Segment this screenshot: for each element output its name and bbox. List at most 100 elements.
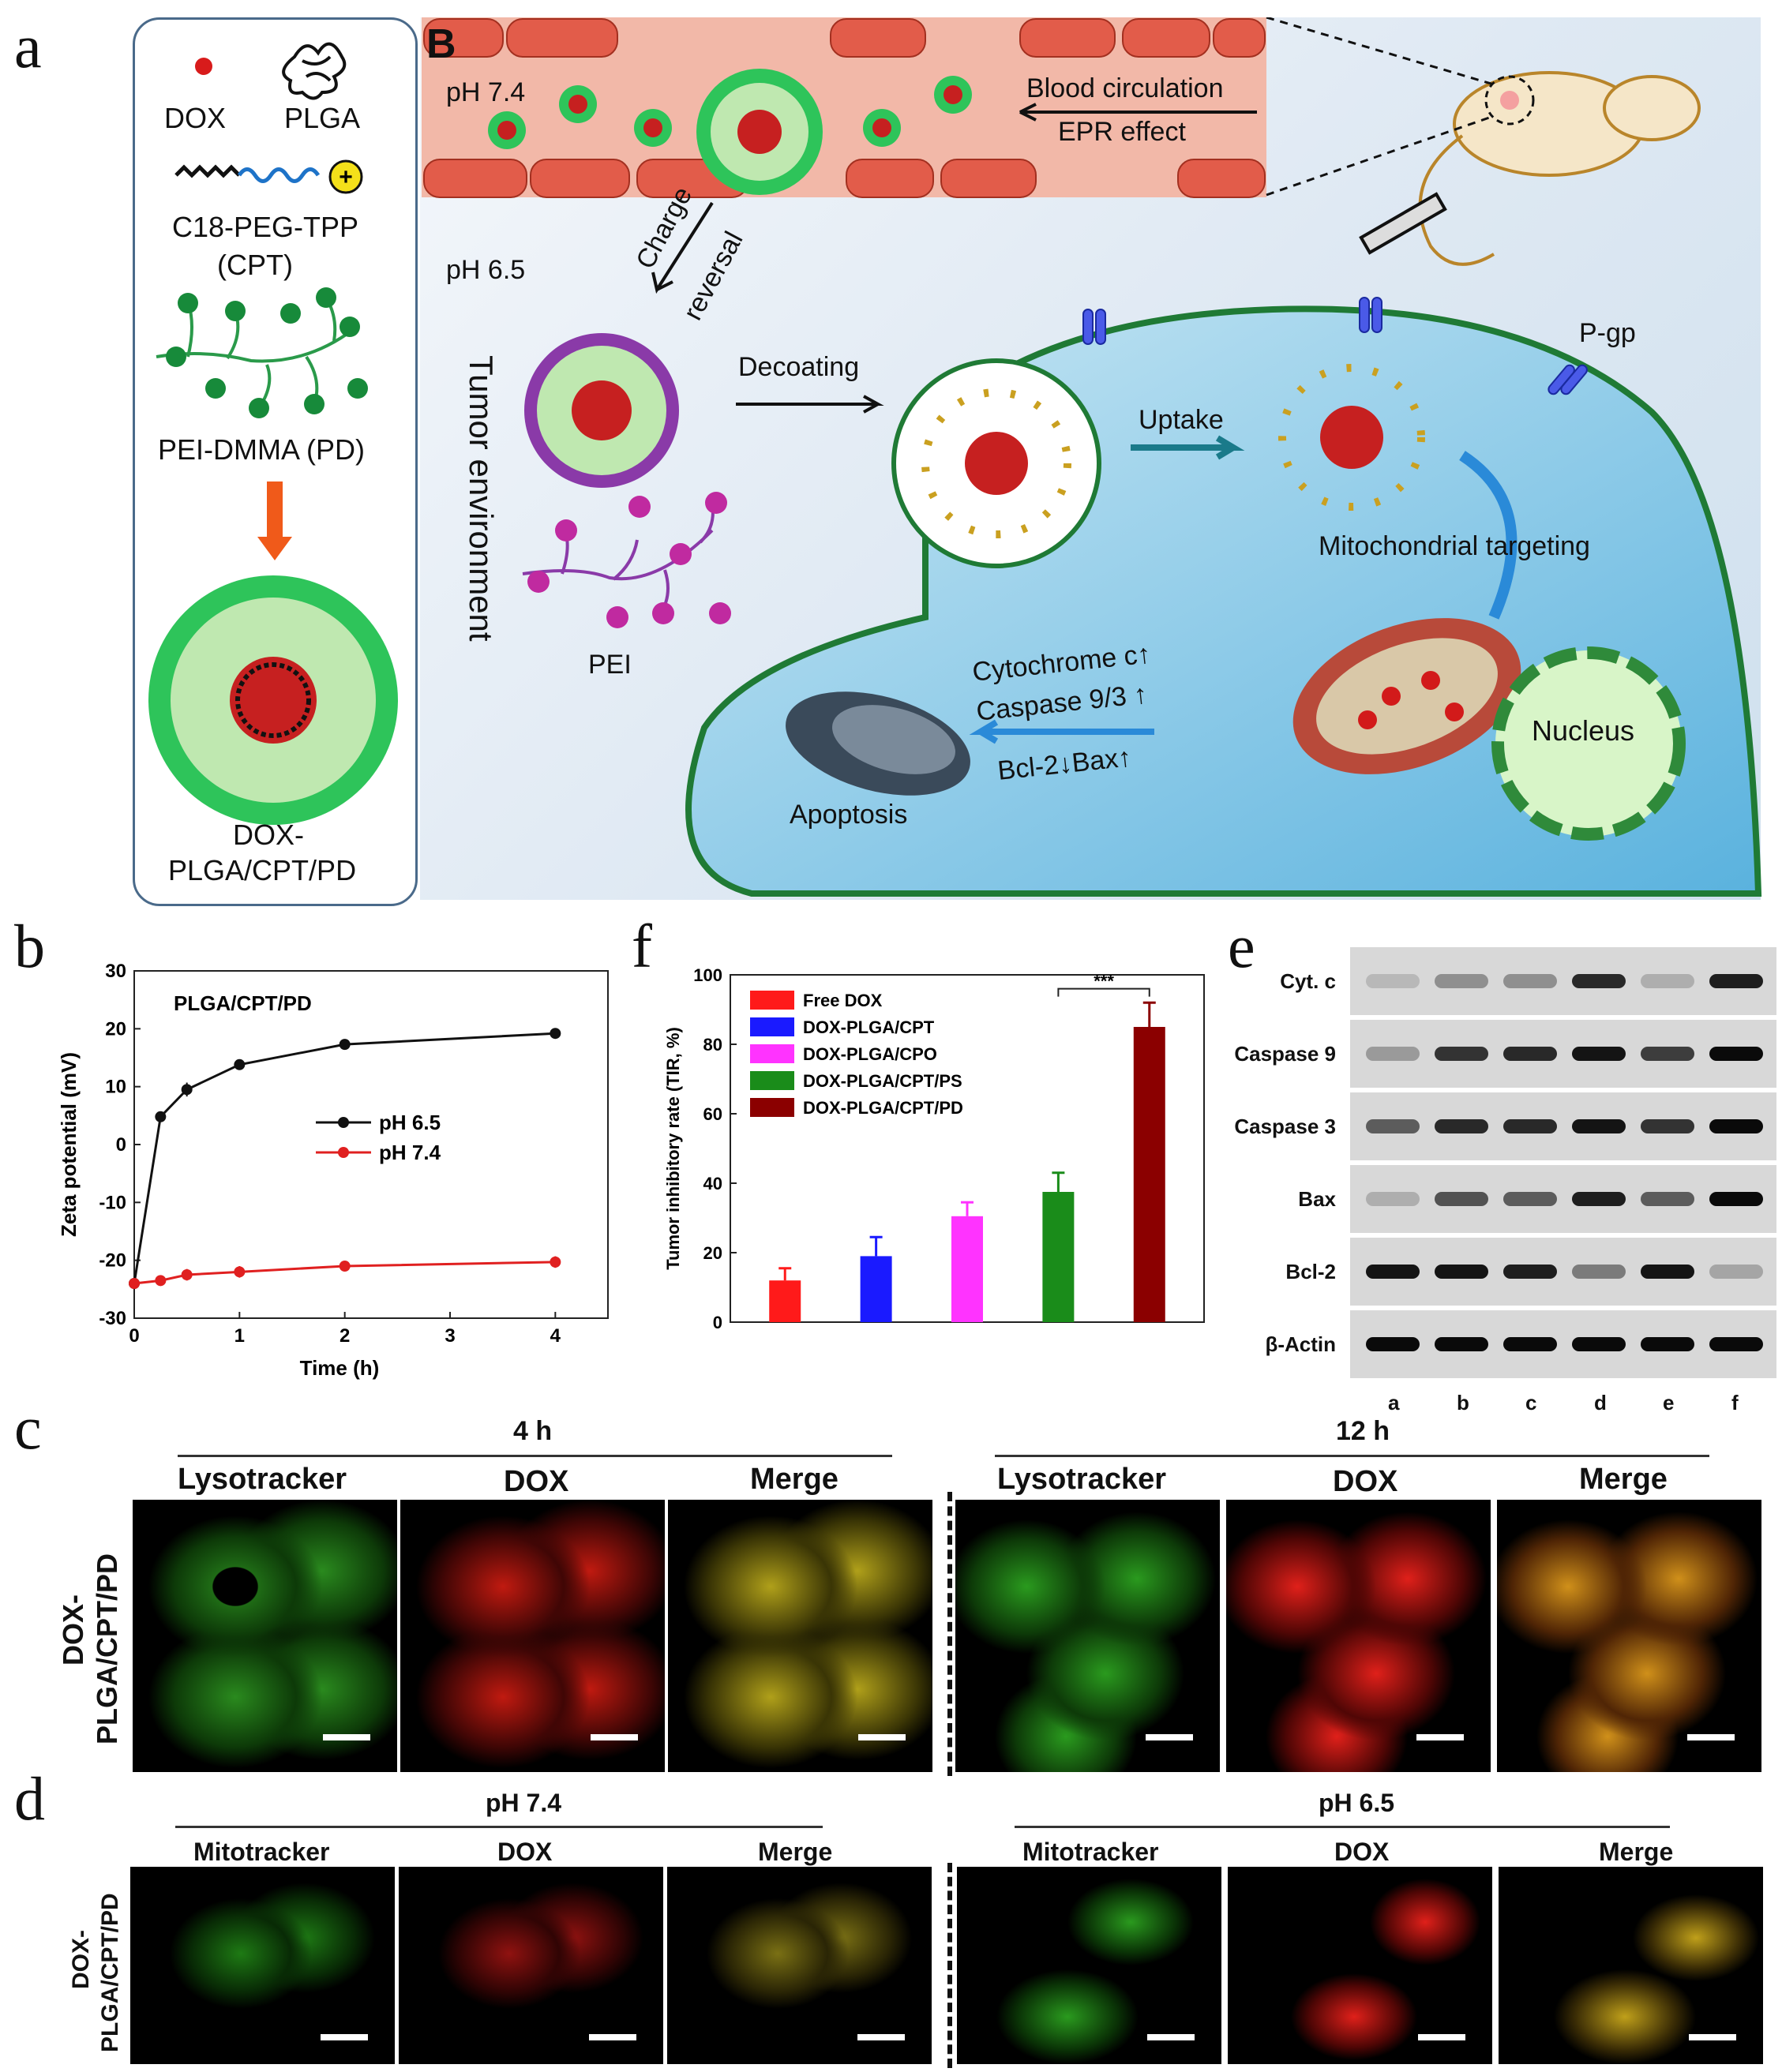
apoptosis-arrow (969, 719, 1154, 744)
y-axis-label: Zeta potential (mV) (57, 1052, 81, 1237)
pei-charges-icon (527, 492, 731, 628)
y-tick-label: 20 (703, 1243, 722, 1263)
epr-effect-label: EPR effect (1058, 117, 1186, 147)
data-point (234, 1266, 246, 1278)
pei-label: PEI (588, 650, 632, 680)
legend-marker (338, 1147, 349, 1158)
blot-strip (1350, 1238, 1776, 1306)
blot-band (1709, 974, 1763, 988)
panel-letter-d: d (14, 1764, 45, 1833)
x-tick-label: 1 (234, 1325, 245, 1347)
y-tick-label: 40 (703, 1174, 722, 1193)
d-col-4: Mitotracker (1022, 1838, 1159, 1866)
tumor-site (1484, 75, 1535, 126)
y-tick-label: -10 (99, 1192, 126, 1213)
blot-band (1641, 1192, 1694, 1206)
d-col-6: Merge (1599, 1838, 1674, 1866)
d-image-merge-ph65 (1499, 1867, 1763, 2064)
c-time-right: 12 h (1336, 1416, 1390, 1446)
blot-band (1572, 1119, 1626, 1133)
c-row-label-2: PLGA/CPT/PD (91, 1553, 123, 1744)
decoating-arrow (736, 395, 884, 414)
y-tick-label: 10 (105, 1077, 126, 1098)
decoating-label: Decoating (738, 352, 860, 382)
panel-letter-b: b (14, 912, 45, 980)
bar (1042, 1192, 1075, 1322)
blot-lane-label: f (1731, 1391, 1739, 1414)
dox-molecule-icon (195, 58, 212, 75)
nucleus-illustration (1491, 646, 1686, 841)
d-bracket-right (1015, 1826, 1670, 1828)
pd-label: PEI-DMMA (PD) (158, 433, 366, 466)
peg-chain-icon (237, 167, 321, 183)
blot-lane-label: a (1388, 1391, 1400, 1414)
c-row-label-1: DOX- (57, 1594, 89, 1665)
y-tick-label: 20 (105, 1018, 126, 1040)
blot-row-label: Caspase 3 (1234, 1115, 1336, 1138)
legend-swatch (750, 1044, 794, 1063)
apoptosis-label: Apoptosis (790, 800, 908, 830)
blot-band (1709, 1337, 1763, 1351)
product-label-2: PLGA/CPT/PD (168, 854, 357, 886)
data-point (155, 1275, 167, 1287)
d-bracket-left (175, 1826, 823, 1828)
y-tick-label: 80 (703, 1035, 722, 1055)
uptake-arrow (1131, 435, 1245, 460)
blot-band (1572, 1337, 1626, 1351)
x-tick-label: 3 (445, 1325, 455, 1347)
c-col-2: DOX (504, 1465, 569, 1498)
panel-letter-a: a (14, 12, 42, 81)
scale-bar (1687, 1734, 1735, 1740)
blot-band (1503, 1192, 1557, 1206)
c-col-1: Lysotracker (178, 1463, 347, 1496)
y-tick-label: 0 (116, 1134, 126, 1156)
blood-circulation-label: Blood circulation (1026, 73, 1224, 103)
blot-band (1435, 974, 1488, 988)
blot-band (1503, 1265, 1557, 1279)
blot-row-label: Bax (1298, 1187, 1336, 1211)
scale-bar (1418, 2034, 1465, 2040)
blot-band (1366, 1265, 1420, 1279)
data-point (181, 1269, 193, 1280)
d-image-dox-ph74 (399, 1867, 663, 2064)
d-col-2: DOX (497, 1838, 553, 1866)
legend-label: DOX-PLGA/CPT/PD (803, 1098, 963, 1118)
d-image-merge-ph74 (667, 1867, 932, 2064)
d-image-mito-ph65 (957, 1867, 1221, 2064)
cpt-label-2: (CPT) (217, 249, 293, 281)
bar (860, 1256, 892, 1322)
blot-band (1641, 1337, 1694, 1351)
blot-lane-label: d (1594, 1391, 1607, 1414)
blot-strip (1350, 947, 1776, 1015)
c-image-dox-12h (1226, 1500, 1491, 1772)
legend-swatch (750, 1098, 794, 1117)
x-tick-label: 0 (129, 1325, 139, 1347)
data-point (129, 1278, 140, 1289)
nanoparticle-product-icon (148, 575, 398, 825)
charge-reversal-arrow (651, 201, 714, 294)
data-point (155, 1111, 167, 1122)
scale-bar (857, 2034, 905, 2040)
red-blood-cells (423, 18, 1266, 198)
scale-bar (858, 1734, 906, 1740)
mouse-illustration (1418, 71, 1701, 266)
d-col-5: DOX (1334, 1838, 1390, 1866)
pgp-transporters-icon (1082, 297, 1588, 395)
blot-band (1709, 1119, 1763, 1133)
data-point (550, 1028, 561, 1040)
blot-row-label: Bcl-2 (1285, 1260, 1336, 1283)
d-col-3: Merge (758, 1838, 833, 1866)
blot-band (1435, 1337, 1488, 1351)
plga-label: PLGA (284, 102, 361, 134)
ph74-label: pH 7.4 (446, 77, 526, 107)
scale-bar (323, 1734, 370, 1740)
legend-swatch (750, 1017, 794, 1036)
d-image-dox-ph65 (1228, 1867, 1492, 2064)
pei-dmma-charges-icon (166, 287, 368, 418)
scale-bar (1147, 2034, 1195, 2040)
c-image-lyso-4h (133, 1500, 397, 1772)
d-col-1: Mitotracker (193, 1838, 330, 1866)
panel-letter-c: c (14, 1393, 42, 1462)
